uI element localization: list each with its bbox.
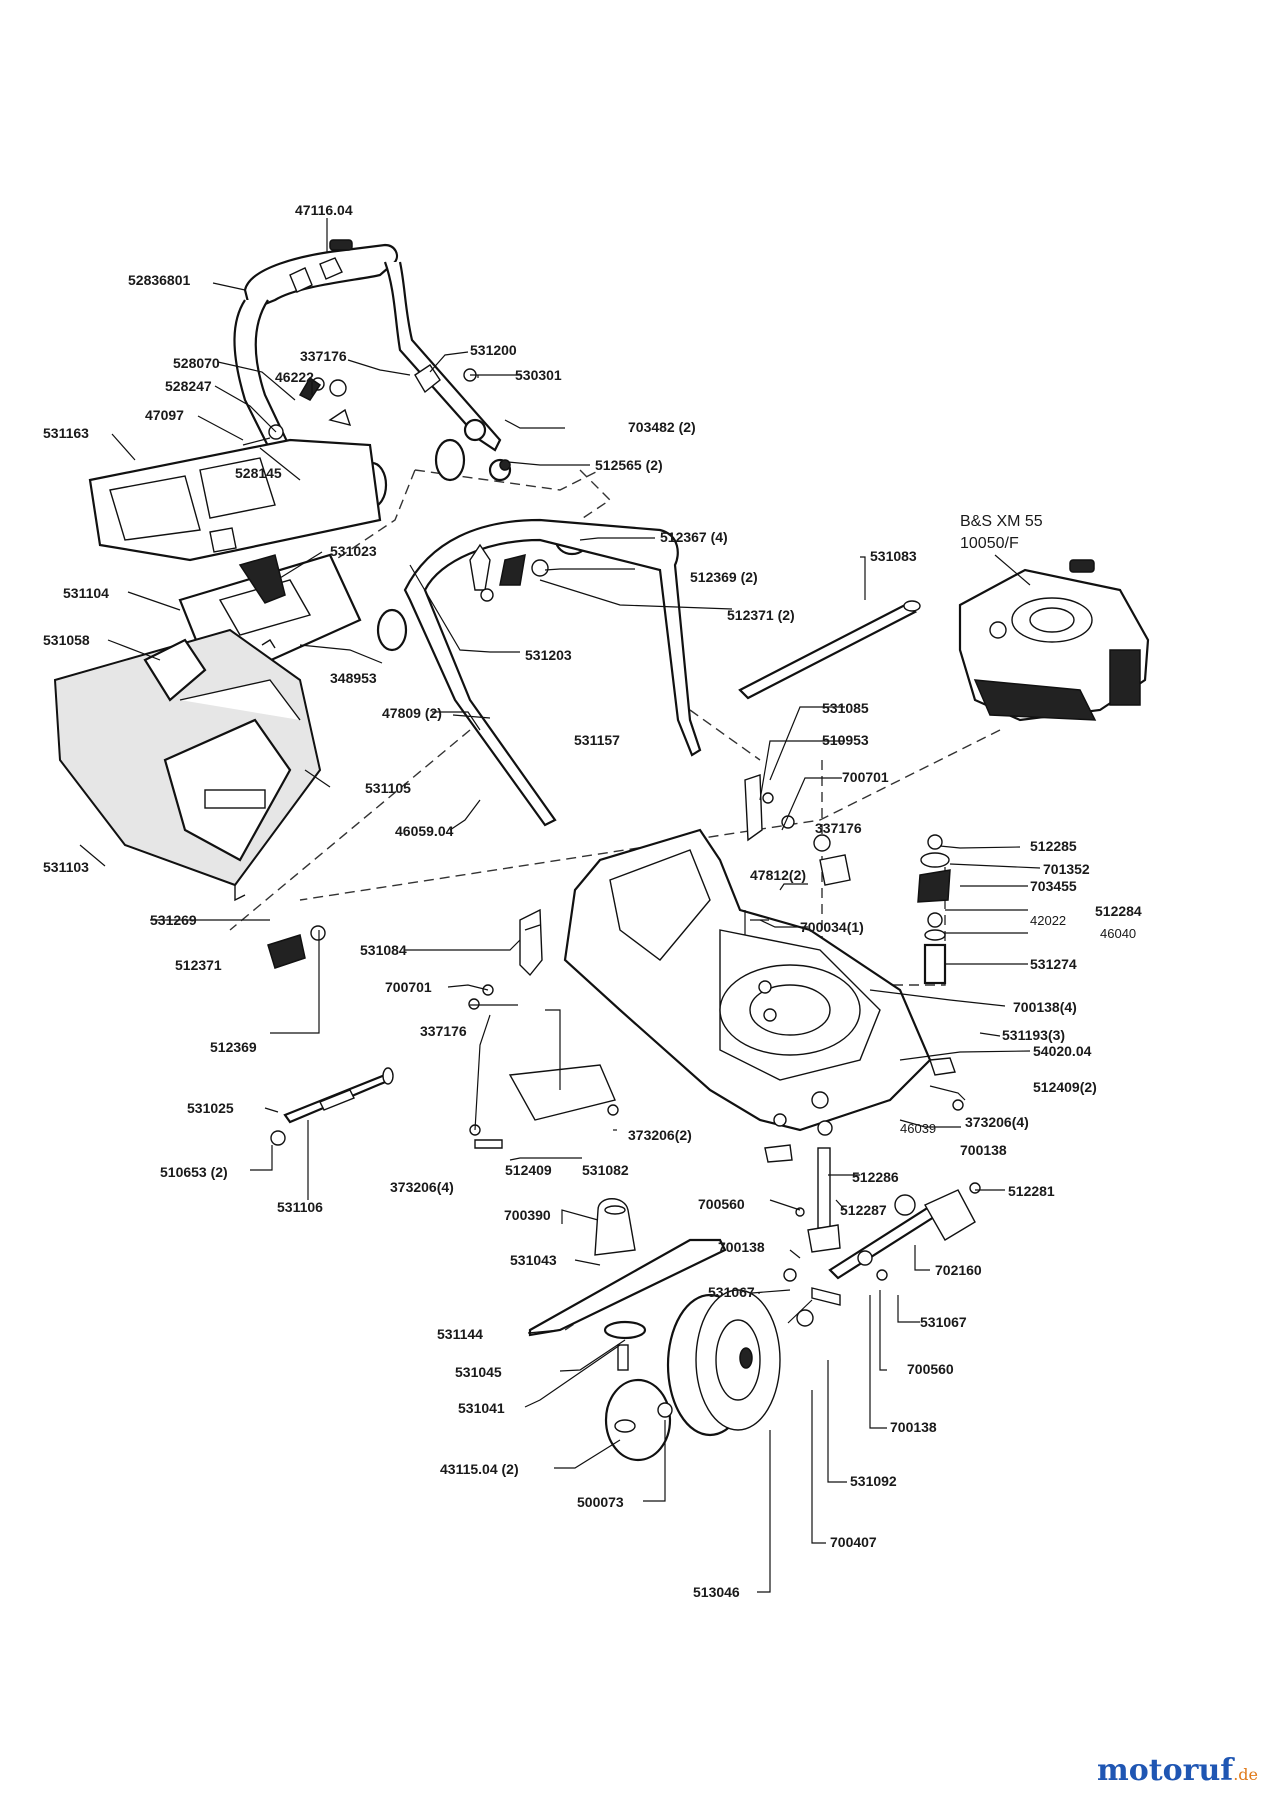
part-label: 700138: [718, 1239, 765, 1255]
part-label: 46039: [900, 1121, 936, 1136]
part-label: 531104: [63, 585, 109, 601]
part-label: 512285: [1030, 838, 1077, 854]
part-label: 512409: [505, 1162, 552, 1178]
part-label: 531203: [525, 647, 572, 663]
part-label: 528247: [165, 378, 212, 394]
part-label: 512369 (2): [690, 569, 758, 585]
part-label: 500073: [577, 1494, 624, 1510]
part-label: 531193(3): [1002, 1027, 1065, 1043]
part-label: 512371 (2): [727, 607, 795, 623]
part-label: 531067: [708, 1284, 755, 1300]
mower-deck: [563, 828, 932, 1132]
part-label: 700138: [960, 1142, 1007, 1158]
part-label: 512284: [1095, 903, 1142, 919]
part-label: 531023: [330, 543, 377, 559]
part-label: 512287: [840, 1202, 887, 1218]
part-label: 512367 (4): [660, 529, 728, 545]
part-label: 373206(2): [628, 1127, 692, 1143]
part-label: 47809 (2): [382, 705, 442, 721]
part-label: 531084: [360, 942, 407, 958]
part-label: 510953: [822, 732, 869, 748]
part-label: 337176: [300, 348, 347, 364]
part-label: 513046: [693, 1584, 740, 1600]
engine-code: 10050/F: [960, 535, 1019, 552]
part-label: 531269: [150, 912, 197, 928]
part-label: 47097: [145, 407, 184, 423]
part-label: 512409(2): [1033, 1079, 1097, 1095]
part-label: 531025: [187, 1100, 234, 1116]
grassbag-lid: [88, 438, 382, 562]
part-label: 531083: [870, 548, 917, 564]
part-label: 512565 (2): [595, 457, 663, 473]
part-label: 47116.04: [295, 202, 353, 218]
part-label: 46059.04: [395, 823, 454, 839]
part-label: 700560: [698, 1196, 745, 1212]
part-label: 337176: [420, 1023, 467, 1039]
part-label: 46040: [1100, 926, 1136, 941]
engine-hardware-stack: [744, 834, 951, 985]
rods-and-springs: [270, 600, 921, 1146]
engine-model: B&S XM 55: [960, 513, 1043, 530]
watermark-tld: .de: [1233, 1765, 1258, 1784]
part-label: 702160: [935, 1262, 982, 1278]
part-label: 531106: [277, 1199, 323, 1215]
part-label: 531157: [574, 732, 620, 748]
grass-bag: [53, 628, 322, 902]
upper-handle: [233, 239, 512, 492]
part-label: 531058: [43, 632, 90, 648]
part-label: 531144: [437, 1326, 483, 1342]
part-label: 512281: [1008, 1183, 1055, 1199]
brackets-and-bolts: [468, 774, 964, 1229]
side-knob-hardware: [267, 924, 541, 969]
part-label: 52836801: [128, 272, 191, 288]
part-label: 700390: [504, 1207, 551, 1223]
part-label: 700560: [907, 1361, 954, 1377]
blade-and-drive: [528, 1182, 981, 1462]
part-label: 531082: [582, 1162, 629, 1178]
part-label: 337176: [815, 820, 862, 836]
part-label: 700407: [830, 1534, 877, 1550]
part-label: 700701: [842, 769, 889, 785]
part-label: 528070: [173, 355, 220, 371]
part-label: 46222: [275, 369, 314, 385]
lower-handle: [403, 518, 702, 827]
part-label: 373206(4): [390, 1179, 454, 1195]
watermark-main: motoruf: [1097, 1753, 1234, 1788]
part-label: 531163: [43, 425, 89, 441]
brand-watermark: motoruf.de: [1097, 1753, 1258, 1788]
part-label: 512369: [210, 1039, 257, 1055]
part-label: 531103: [43, 859, 89, 875]
part-label: 700138: [890, 1419, 937, 1435]
part-label: 703455: [1030, 878, 1077, 894]
part-label: 510653 (2): [160, 1164, 228, 1180]
part-label: 531045: [455, 1364, 502, 1380]
part-label: 512286: [852, 1169, 899, 1185]
part-label: 531041: [458, 1400, 505, 1416]
leader-lines: [79, 218, 1041, 1593]
part-label: 531085: [822, 700, 869, 716]
part-label: 531274: [1030, 956, 1077, 972]
part-label: 531105: [365, 780, 411, 796]
part-label: 703482 (2): [628, 419, 696, 435]
part-number-labels: 47116.04 52836801 337176 531200 528070 4…: [43, 202, 1142, 1600]
part-label: 512371: [175, 957, 222, 973]
part-label: 373206(4): [965, 1114, 1029, 1130]
part-label: 531200: [470, 342, 517, 358]
part-label: 701352: [1043, 861, 1090, 877]
part-label: 54020.04: [1033, 1043, 1092, 1059]
part-label: 531043: [510, 1252, 557, 1268]
part-label: 43115.04 (2): [440, 1461, 519, 1477]
engine-block: [958, 559, 1150, 722]
part-label: 530301: [515, 367, 562, 383]
part-label: 348953: [330, 670, 377, 686]
part-label: 700138(4): [1013, 999, 1077, 1015]
part-label: 700701: [385, 979, 432, 995]
part-label: 531067: [920, 1314, 967, 1330]
part-label: 42022: [1030, 913, 1066, 928]
part-label: 531092: [850, 1473, 897, 1489]
part-label: 700034(1): [800, 919, 864, 935]
part-label: 528145: [235, 465, 282, 481]
part-label: 47812(2): [750, 867, 806, 883]
